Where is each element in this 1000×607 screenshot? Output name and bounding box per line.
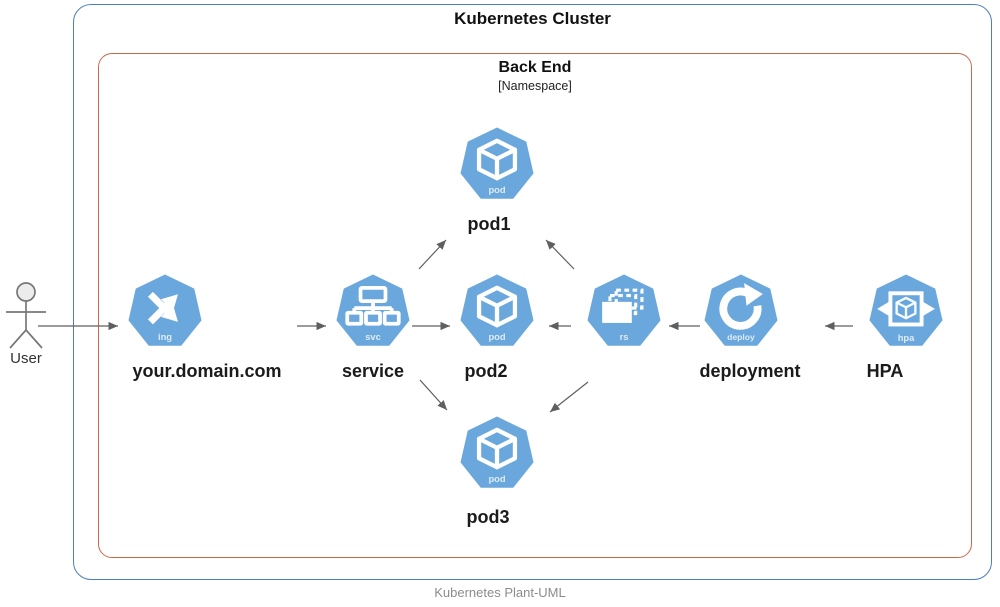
hpa-icon: hpa — [869, 274, 943, 346]
cube-glyph — [476, 285, 518, 328]
ingress-icon: ing — [128, 274, 202, 346]
deployment-icon: deploy — [704, 274, 778, 346]
replicaset-icon: rs — [587, 274, 661, 346]
pod-icon: pod — [460, 274, 534, 346]
cube-glyph — [476, 427, 518, 470]
pod-badge: pod — [488, 474, 505, 484]
deployment-label: deployment — [699, 361, 801, 381]
service-icon: svc — [336, 274, 410, 346]
pod-badge: pod — [488, 332, 505, 342]
ingress-badge: ing — [158, 332, 172, 342]
rotating-arrow-glyph — [719, 283, 763, 330]
namespace-title: Back End — [498, 59, 572, 76]
stick-figure-glyph — [6, 282, 46, 349]
service-tree-glyph — [345, 285, 401, 326]
hpa-badge: hpa — [898, 333, 915, 343]
user-actor-label: User — [10, 350, 42, 367]
service-label: service — [341, 361, 405, 381]
deployment-badge: deploy — [727, 332, 755, 342]
autoscale-glyph — [877, 291, 935, 327]
pod-badge: pod — [488, 185, 505, 195]
hpa-label: HPA — [866, 361, 904, 381]
shuffle-arrows-glyph — [147, 291, 179, 325]
user-actor-icon — [6, 282, 46, 349]
cube-glyph — [476, 138, 518, 181]
pod-icon: pod — [460, 416, 534, 488]
pod1-label: pod1 — [467, 214, 511, 234]
diagram-caption: Kubernetes Plant-UML — [434, 585, 566, 600]
namespace-subtitle: [Namespace] — [498, 79, 572, 93]
cluster-title: Kubernetes Cluster — [454, 9, 611, 28]
pod3-label: pod3 — [466, 507, 510, 527]
cluster-boundary — [73, 4, 992, 580]
service-badge: svc — [365, 332, 381, 342]
namespace-boundary — [98, 53, 972, 558]
pod2-label: pod2 — [464, 361, 508, 381]
pod-icon: pod — [460, 127, 534, 199]
replicaset-badge: rs — [620, 332, 629, 342]
ingress-label: your.domain.com — [132, 361, 282, 381]
